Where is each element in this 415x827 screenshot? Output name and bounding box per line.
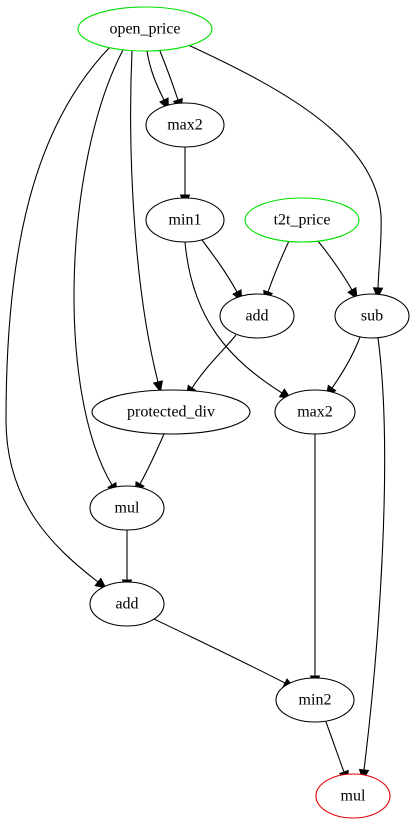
edge-mul_a-to-add_b (121, 530, 133, 592)
node-open-price-label: open_price (109, 21, 180, 38)
edge-t2t_price-to-add_a (263, 240, 290, 303)
node-min2-shape (275, 677, 355, 723)
graph-nodes: open_price max2 min1 t2t_price add sub p… (77, 6, 410, 819)
node-min2-label: min2 (299, 692, 332, 709)
node-min1-label: min1 (169, 212, 202, 229)
node-protected-div-label: protected_div (127, 404, 215, 421)
node-t2t-price[interactable]: t2t_price (244, 197, 360, 243)
edge-line (201, 239, 238, 293)
edge-min2-to-mul_out (325, 721, 349, 783)
node-sub[interactable]: sub (334, 293, 410, 339)
edge-add_b-to-min2 (153, 618, 295, 689)
arrowhead-icon (152, 380, 163, 393)
edge-line (325, 721, 345, 773)
node-mul-middle-shape (89, 485, 165, 531)
node-t2t-price-label: t2t_price (274, 212, 331, 229)
edge-line (191, 334, 237, 389)
node-max2-top-label: max2 (167, 117, 203, 134)
node-add-lower-shape (89, 581, 165, 627)
node-open-price[interactable]: open_price (77, 6, 213, 52)
edge-max2_b-to-min2 (309, 434, 321, 688)
edge-line (185, 43, 382, 289)
edge-open_price-to-protected_div (130, 50, 163, 393)
node-add-lower-label: add (115, 596, 138, 613)
edge-line (184, 241, 283, 394)
node-max2-top-shape (145, 102, 225, 148)
node-add-upper-label: add (245, 308, 268, 325)
node-add-upper[interactable]: add (219, 293, 295, 339)
node-add-upper-shape (219, 293, 295, 339)
edge-sub-to-mul_out (358, 337, 386, 782)
edge-line (5, 46, 111, 583)
node-min2[interactable]: min2 (275, 677, 355, 723)
edge-line (317, 240, 353, 291)
arrowhead-icon (94, 577, 107, 589)
node-mul-middle[interactable]: mul (89, 485, 165, 531)
edge-line (153, 618, 286, 684)
edge-line (73, 49, 124, 486)
edge-line (331, 336, 361, 389)
node-min1[interactable]: min1 (145, 197, 225, 243)
edge-line (130, 50, 159, 383)
edge-sub-to-max2_b (325, 336, 361, 398)
edge-line (159, 50, 179, 101)
edge-t2t_price-to-sub (317, 240, 358, 300)
edge-line (363, 337, 386, 771)
node-max2-lower-label: max2 (297, 404, 333, 421)
node-protected-div[interactable]: protected_div (91, 389, 251, 435)
edge-min1-to-add_a (201, 239, 243, 302)
node-mul-output-shape (315, 773, 391, 819)
node-t2t-price-shape (244, 197, 360, 243)
node-open-price-shape (77, 6, 213, 52)
node-mul-middle-label: mul (115, 500, 140, 517)
node-sub-shape (334, 293, 410, 339)
node-protected-div-shape (91, 389, 251, 435)
node-max2-lower-shape (274, 389, 356, 435)
node-sub-label: sub (361, 308, 383, 325)
node-min1-shape (145, 197, 225, 243)
edge-open_price-to-add_b (5, 46, 111, 589)
node-max2-lower[interactable]: max2 (274, 389, 356, 435)
node-mul-output[interactable]: mul (315, 773, 391, 819)
edge-line (267, 240, 290, 293)
edge-protected_div-to-mul_a (134, 433, 165, 494)
node-add-lower[interactable]: add (89, 581, 165, 627)
edge-max2_a-to-min1 (179, 147, 191, 207)
edge-line (139, 433, 165, 485)
node-max2-top[interactable]: max2 (145, 102, 225, 148)
edge-open_price-to-max2_a (146, 50, 169, 111)
edge-line (146, 50, 165, 101)
edge-open_price-to-sub (185, 43, 384, 300)
arrowhead-icon (372, 287, 384, 300)
node-mul-output-label: mul (341, 788, 366, 805)
edge-add_a-to-protected_div (185, 334, 237, 398)
